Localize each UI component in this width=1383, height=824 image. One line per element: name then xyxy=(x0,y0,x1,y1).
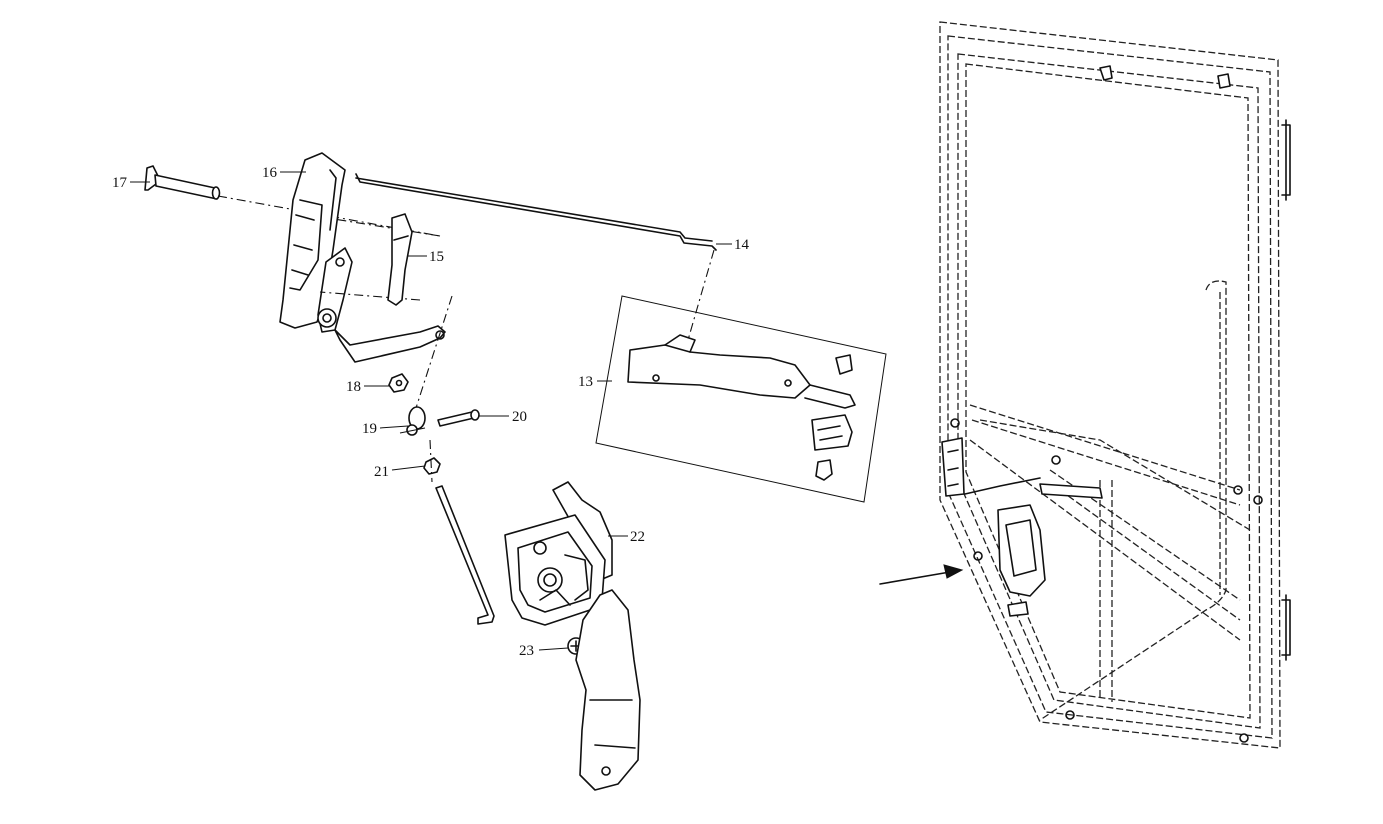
leader-lines xyxy=(130,171,732,651)
callout-23: 23 xyxy=(519,643,534,659)
part-16-latch-housing xyxy=(279,152,446,363)
door-frame-view xyxy=(939,21,1291,749)
callout-22: 22 xyxy=(630,529,645,545)
callout-21: 21 xyxy=(374,464,389,480)
callout-14: 14 xyxy=(734,237,750,253)
part-18-nut xyxy=(388,295,453,409)
part-20-screw xyxy=(437,409,480,427)
part-17-pin xyxy=(144,165,441,237)
callout-20: 20 xyxy=(512,409,527,425)
part-23-grip xyxy=(567,589,641,791)
callout-15: 15 xyxy=(429,249,444,265)
callout-17: 17 xyxy=(112,175,128,191)
part-19-bushing xyxy=(399,406,426,436)
callout-16: 16 xyxy=(262,165,278,181)
callout-19: 19 xyxy=(362,421,377,437)
pointer-arrow xyxy=(879,564,964,585)
callout-18: 18 xyxy=(346,379,361,395)
part-14-rod xyxy=(355,173,717,341)
part-21-nut xyxy=(423,439,441,483)
part-15-link xyxy=(387,213,413,306)
actuator-rod xyxy=(435,485,495,625)
part-22-handle-assembly xyxy=(504,481,613,626)
callout-13: 13 xyxy=(578,374,593,390)
part-13-latch-assembly xyxy=(595,295,887,503)
callout-labels: 17 16 15 14 13 18 19 20 21 22 23 xyxy=(112,165,750,659)
